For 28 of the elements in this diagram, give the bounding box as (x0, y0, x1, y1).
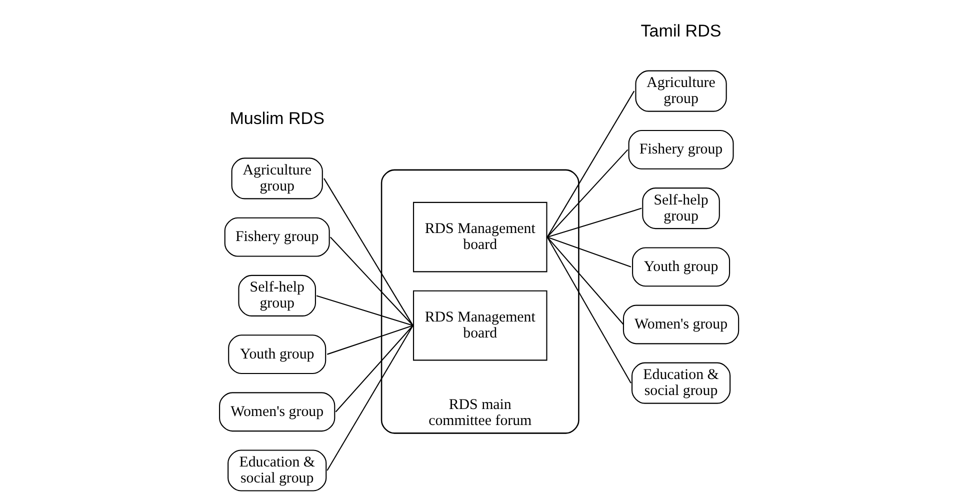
node-box: RDS Management board (412, 201, 548, 272)
node-box: Education & social group (631, 362, 731, 404)
node-box: Education & social group (228, 449, 327, 491)
node-box: Self-help group (642, 187, 720, 229)
connector (335, 324, 414, 412)
label: Tamil RDS (640, 20, 722, 40)
connector (316, 294, 414, 326)
node-box: Women's group (219, 392, 336, 432)
connector (547, 236, 632, 267)
connector (330, 236, 414, 326)
connector (327, 324, 414, 354)
node-box: Fishery group (628, 129, 734, 169)
node-box: Self-help group (238, 274, 316, 316)
node-box: RDS Management board (412, 290, 548, 360)
node-box: Women's group (622, 304, 740, 344)
node-box: Youth group (228, 334, 326, 374)
connector (546, 236, 624, 324)
node-box: Agriculture group (231, 157, 323, 199)
node-box: Fishery group (224, 216, 330, 256)
connector (546, 236, 632, 383)
connector (326, 324, 414, 470)
connector (324, 178, 414, 326)
connector (546, 90, 635, 237)
connector (547, 207, 642, 238)
node-box: Agriculture group (635, 70, 727, 112)
connector (546, 148, 628, 237)
label: Muslim RDS (230, 108, 324, 128)
node-box: Youth group (632, 246, 730, 286)
